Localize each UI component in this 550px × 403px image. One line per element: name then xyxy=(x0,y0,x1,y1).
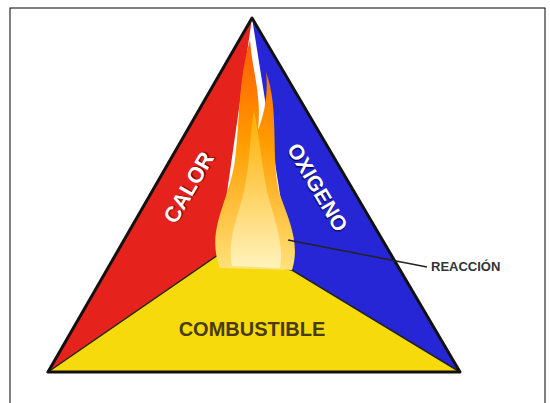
region-label: COMBUSTIBLE xyxy=(174,316,331,342)
frame xyxy=(10,8,545,403)
fuel-region xyxy=(48,255,460,372)
reaction-label: REACCIÓN xyxy=(431,260,500,274)
flame-core xyxy=(231,110,281,268)
triangle-outline xyxy=(48,18,460,372)
leader-line xyxy=(288,240,427,267)
region-border xyxy=(48,255,460,372)
fuel-region-label-box: COMBUSTIBLE xyxy=(174,316,331,344)
